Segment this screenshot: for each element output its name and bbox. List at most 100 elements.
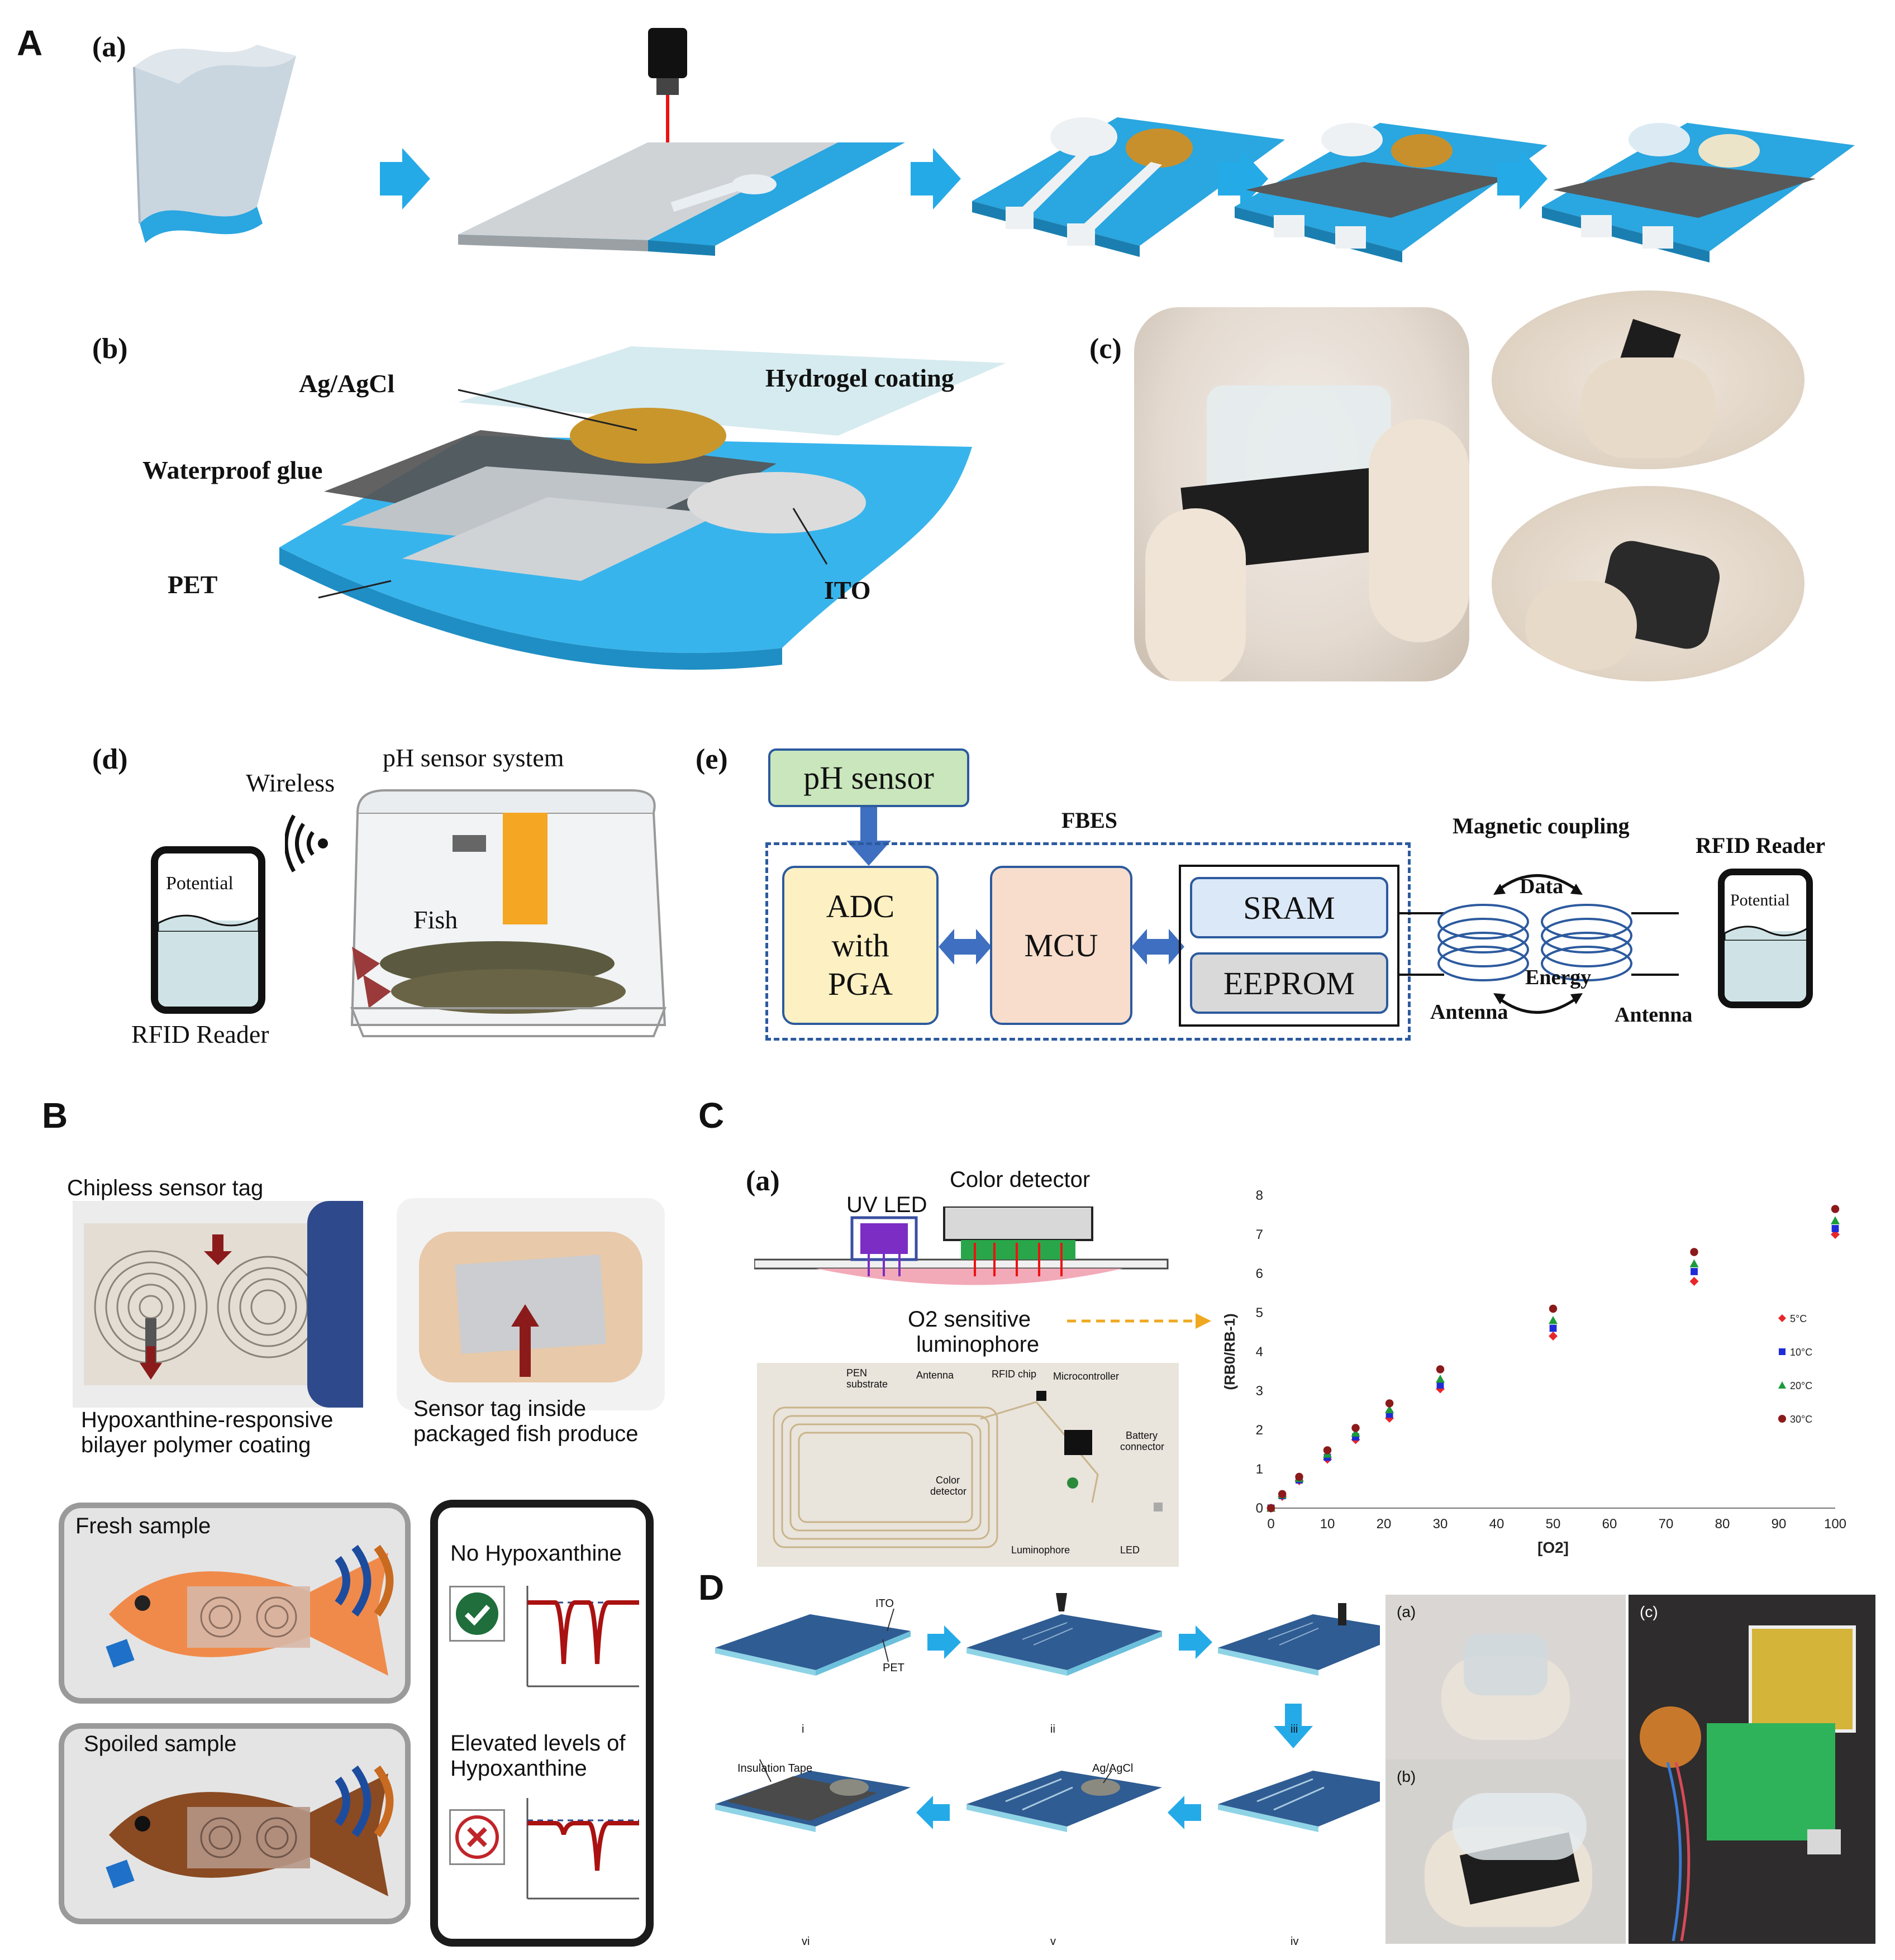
label-fresh-sample: Fresh sample: [75, 1514, 211, 1538]
glue-step: [1235, 123, 1548, 263]
panel-letter-d: D: [698, 1567, 725, 1608]
data-point: [1351, 1428, 1360, 1437]
photo-packaged-fish: [397, 1198, 665, 1410]
data-point: [1549, 1304, 1558, 1313]
pcb-label-battery-1: Battery: [1126, 1430, 1158, 1441]
adc-line-2: with: [831, 927, 889, 964]
pcb-label-microcontroller: Microcontroller: [1053, 1371, 1120, 1382]
phone-reader-right: Potential: [1718, 869, 1813, 1008]
label-wireless: Wireless: [246, 769, 335, 797]
photo-sensor-on-ice: [1134, 307, 1469, 681]
adc-mcu-arrow: [939, 929, 992, 965]
panel-a-sub-e: (e): [696, 743, 728, 775]
phone-reader-left: Potential: [151, 846, 265, 1014]
x-tick-label: 50: [1546, 1517, 1561, 1532]
data-point: [1351, 1424, 1360, 1432]
data-point: [1549, 1324, 1557, 1332]
data-point: [1549, 1316, 1558, 1324]
y-tick-label: 1: [1256, 1462, 1263, 1477]
photo-d-b-label: (b): [1397, 1768, 1416, 1785]
ph-to-adc-arrow: [846, 807, 891, 866]
arrow-1: [380, 148, 430, 209]
x-tick-label: 0: [1267, 1517, 1274, 1532]
data-point: [1689, 1259, 1699, 1267]
legend-marker: [1778, 1381, 1786, 1389]
label-energy: Energy: [1525, 966, 1592, 989]
data-point: [1691, 1268, 1698, 1275]
pcb-label-battery-2: connector: [1120, 1441, 1165, 1452]
fbes-dashed-boundary: [765, 842, 1411, 1041]
adc-line-1: ADC: [826, 888, 895, 925]
pcb-label-substrate: substrate: [846, 1379, 888, 1390]
data-point: [1436, 1381, 1444, 1389]
legend-label: 5°C: [1790, 1313, 1807, 1324]
pcb-label-antenna: Antenna: [916, 1370, 954, 1381]
label-elevated-line-2: Hypoxanthine: [450, 1756, 587, 1781]
x-tick-label: 10: [1320, 1517, 1335, 1532]
label-ag-agcl: Ag/AgCl: [299, 369, 395, 398]
elevated-hx-signal-plot: [526, 1798, 639, 1900]
adc-pga-box: ADC with PGA: [782, 866, 939, 1025]
label-fbes: FBES: [1061, 808, 1118, 833]
label-antenna-right: Antenna: [1615, 1003, 1693, 1027]
phone-potential-label: Potential: [166, 873, 234, 894]
panel-a-sub-d: (d): [92, 743, 128, 775]
label-uv-led: UV LED: [846, 1193, 927, 1217]
cross-icon: [449, 1809, 505, 1865]
sram-box: SRAM: [1190, 877, 1388, 938]
label-waterproof-glue: Waterproof glue: [142, 456, 323, 484]
electrode-step: [972, 117, 1285, 257]
spoiled-sample-tray: [59, 1723, 411, 1924]
flexible-pet-sheet: [133, 45, 296, 243]
y-tick-label: 2: [1256, 1423, 1263, 1438]
panel-letter-a: A: [17, 23, 43, 63]
label-hydrogel-coating: Hydrogel coating: [765, 364, 954, 392]
data-point: [1385, 1405, 1394, 1413]
label-ito: ITO: [824, 576, 871, 604]
pcb-label-rfid-chip: RFID chip: [992, 1368, 1037, 1380]
smartphone-display: No Hypoxanthine Elevated levels of Hypox…: [430, 1500, 654, 1947]
photo-sensor-wrapped: [1492, 486, 1804, 681]
magnetic-coupling-diagram: [1399, 874, 1679, 1014]
data-point: [1385, 1399, 1394, 1408]
y-tick-label: 0: [1256, 1501, 1263, 1516]
photo-d-c-label: (c): [1640, 1603, 1658, 1620]
arrow-4: [1497, 148, 1548, 209]
layer-stack-diagram: [279, 346, 1006, 670]
label-chipless-sensor-tag: Chipless sensor tag: [67, 1176, 264, 1200]
wireless-icon: [285, 814, 328, 872]
pcb-label-luminophore: Luminophore: [1011, 1544, 1070, 1556]
eeprom-box: EEPROM: [1190, 952, 1388, 1014]
arrow-2: [911, 148, 961, 209]
step-label-i: i: [802, 1723, 804, 1735]
step-label-vi: vi: [802, 1935, 810, 1948]
label-no-hypoxanthine: No Hypoxanthine: [450, 1541, 622, 1566]
label-coating-line-2: bilayer polymer coating: [81, 1433, 311, 1457]
label-antenna-left: Antenna: [1430, 1000, 1508, 1024]
pcb-label-color-2: detector: [930, 1486, 967, 1497]
y-tick-label: 3: [1256, 1384, 1263, 1399]
label-d-insulation-tape: Insulation Tape: [737, 1762, 813, 1775]
panel-c-sub-a: (a): [746, 1165, 780, 1197]
legend-marker: [1778, 1314, 1786, 1322]
check-icon: [449, 1586, 505, 1642]
panel-a-sub-b: (b): [92, 333, 128, 365]
data-point: [1436, 1375, 1445, 1383]
panel-a-sub-a: (a): [92, 31, 126, 63]
adc-line-3: PGA: [827, 966, 893, 1003]
legend-marker: [1778, 1415, 1786, 1423]
label-pet: PET: [168, 570, 218, 599]
arrow-3: [1218, 148, 1268, 209]
x-tick-label: 100: [1824, 1517, 1846, 1532]
data-point: [1690, 1248, 1698, 1256]
legend-label: 20°C: [1790, 1380, 1812, 1391]
no-hx-signal-plot: [526, 1586, 639, 1687]
fabrication-steps-diagram: [133, 28, 1855, 263]
data-point: [1295, 1472, 1303, 1481]
label-d-ito: ITO: [875, 1597, 894, 1610]
y-tick-label: 5: [1256, 1305, 1263, 1320]
y-axis-label: (RB0/RB-1): [1221, 1313, 1238, 1390]
x-tick-label: 40: [1489, 1517, 1504, 1532]
panel-letter-b: B: [42, 1095, 68, 1136]
dashed-pointer-arrow: [1067, 1313, 1211, 1329]
